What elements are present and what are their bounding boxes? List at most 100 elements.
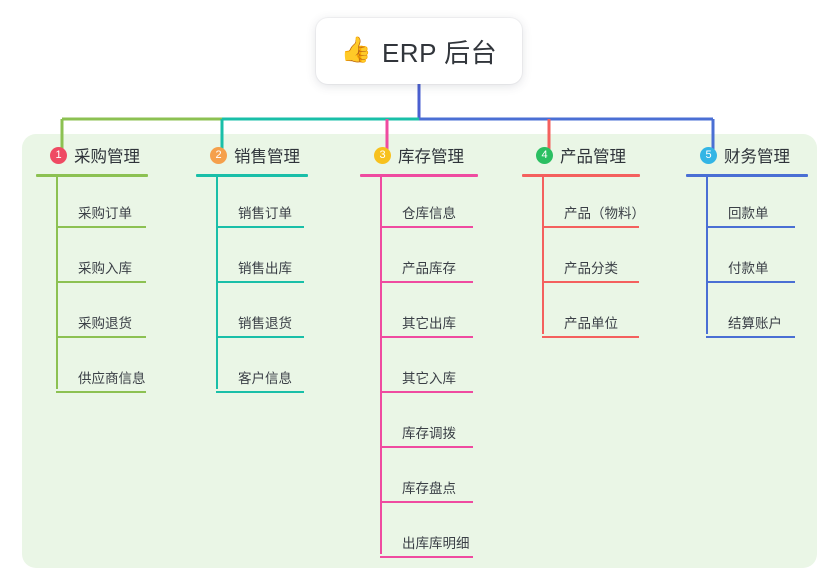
leaf-label: 采购退货 (78, 316, 132, 331)
branch-underline (196, 174, 308, 177)
leaf-node[interactable]: 付款单 (706, 232, 808, 287)
leaf-label: 采购入库 (78, 261, 132, 276)
leaf-label: 回款单 (728, 206, 769, 221)
leaf-node[interactable]: 销售出库 (216, 232, 314, 287)
branch-column-2: 2 销售管理销售订单销售出库销售退货客户信息 (196, 142, 314, 397)
leaf-underline (380, 336, 473, 338)
leaf-underline (380, 226, 473, 228)
branch-underline (686, 174, 808, 177)
leaf-underline (56, 281, 146, 283)
leaf-underline (216, 391, 304, 393)
leaf-label: 产品库存 (402, 261, 456, 276)
branch-header-5[interactable]: 5 财务管理 (686, 142, 808, 168)
branch-trunk-line (56, 177, 58, 389)
root-node[interactable]: 👍 ERP 后台 (316, 18, 522, 84)
leaf-node[interactable]: 采购入库 (56, 232, 154, 287)
leaf-underline (216, 336, 304, 338)
leaf-node[interactable]: 出库库明细 (380, 507, 478, 562)
leaf-underline (380, 446, 473, 448)
leaf-node[interactable]: 产品分类 (542, 232, 644, 287)
leaf-label: 产品单位 (564, 316, 618, 331)
leaf-label: 其它出库 (402, 316, 456, 331)
branch-trunk-line (216, 177, 218, 389)
thumbs-up-icon: 👍 (340, 35, 372, 64)
leaf-underline (380, 391, 473, 393)
branch-number-badge: 5 (700, 146, 717, 164)
leaf-label: 销售退货 (238, 316, 292, 331)
leaf-label: 产品（物料） (564, 206, 645, 221)
leaf-underline (542, 281, 639, 283)
branch-trunk-line (542, 177, 544, 334)
branch-column-3: 3 库存管理仓库信息产品库存其它出库其它入库库存调拨库存盘点出库库明细 (360, 142, 478, 562)
leaf-underline (56, 336, 146, 338)
branch-title: 采购管理 (74, 148, 140, 166)
branch-leaves: 仓库信息产品库存其它出库其它入库库存调拨库存盘点出库库明细 (380, 177, 478, 562)
diagram-panel (22, 134, 817, 568)
branch-title: 产品管理 (560, 148, 626, 166)
leaf-node[interactable]: 销售退货 (216, 287, 314, 342)
leaf-node[interactable]: 采购订单 (56, 177, 154, 232)
branch-underline (360, 174, 478, 177)
branch-header-3[interactable]: 3 库存管理 (360, 142, 478, 168)
leaf-node[interactable]: 库存调拨 (380, 397, 478, 452)
branch-column-5: 5 财务管理回款单付款单结算账户 (686, 142, 808, 342)
leaf-label: 销售出库 (238, 261, 292, 276)
leaf-label: 库存盘点 (402, 481, 456, 496)
leaf-label: 出库库明细 (402, 536, 470, 551)
leaf-label: 结算账户 (728, 316, 782, 331)
leaf-node[interactable]: 库存盘点 (380, 452, 478, 507)
branch-header-4[interactable]: 4 产品管理 (522, 142, 644, 168)
leaf-underline (56, 226, 146, 228)
leaf-node[interactable]: 采购退货 (56, 287, 154, 342)
leaf-label: 付款单 (728, 261, 769, 276)
branch-title: 财务管理 (724, 148, 790, 166)
leaf-node[interactable]: 回款单 (706, 177, 808, 232)
leaf-underline (56, 391, 146, 393)
leaf-underline (216, 226, 304, 228)
leaf-label: 其它入库 (402, 371, 456, 386)
leaf-label: 库存调拨 (402, 426, 456, 441)
leaf-underline (706, 281, 795, 283)
branch-trunk-line (706, 177, 708, 334)
leaf-label: 供应商信息 (78, 371, 146, 386)
branch-header-2[interactable]: 2 销售管理 (196, 142, 314, 168)
branch-title: 销售管理 (234, 148, 300, 166)
leaf-node[interactable]: 仓库信息 (380, 177, 478, 232)
leaf-node[interactable]: 其它出库 (380, 287, 478, 342)
leaf-label: 客户信息 (238, 371, 292, 386)
leaf-node[interactable]: 结算账户 (706, 287, 808, 342)
leaf-node[interactable]: 客户信息 (216, 342, 314, 397)
leaf-label: 采购订单 (78, 206, 132, 221)
leaf-underline (542, 226, 639, 228)
leaf-label: 销售订单 (238, 206, 292, 221)
leaf-label: 仓库信息 (402, 206, 456, 221)
leaf-node[interactable]: 产品库存 (380, 232, 478, 287)
root-node-title: ERP 后台 (381, 37, 498, 68)
leaf-underline (380, 556, 473, 558)
leaf-node[interactable]: 产品（物料） (542, 177, 645, 232)
branch-trunk-line (380, 177, 382, 554)
branch-underline (522, 174, 640, 177)
leaf-label: 产品分类 (564, 261, 618, 276)
branch-number-badge: 1 (50, 146, 67, 164)
branch-leaves: 采购订单采购入库采购退货供应商信息 (56, 177, 154, 397)
leaf-node[interactable]: 产品单位 (542, 287, 644, 342)
branch-number-badge: 4 (536, 146, 553, 164)
branch-leaves: 销售订单销售出库销售退货客户信息 (216, 177, 314, 397)
branch-number-badge: 3 (374, 146, 391, 164)
branch-leaves: 产品（物料） 产品分类产品单位 (542, 177, 645, 342)
branch-column-4: 4 产品管理产品（物料） 产品分类产品单位 (522, 142, 645, 342)
leaf-underline (542, 336, 639, 338)
branch-title: 库存管理 (398, 148, 464, 166)
leaf-node[interactable]: 销售订单 (216, 177, 314, 232)
branch-number-badge: 2 (210, 146, 227, 164)
leaf-underline (216, 281, 304, 283)
branch-leaves: 回款单付款单结算账户 (706, 177, 808, 342)
leaf-node[interactable]: 其它入库 (380, 342, 478, 397)
leaf-node[interactable]: 供应商信息 (56, 342, 154, 397)
branch-underline (36, 174, 148, 177)
branch-header-1[interactable]: 1 采购管理 (36, 142, 154, 168)
leaf-underline (706, 336, 795, 338)
leaf-underline (380, 501, 473, 503)
